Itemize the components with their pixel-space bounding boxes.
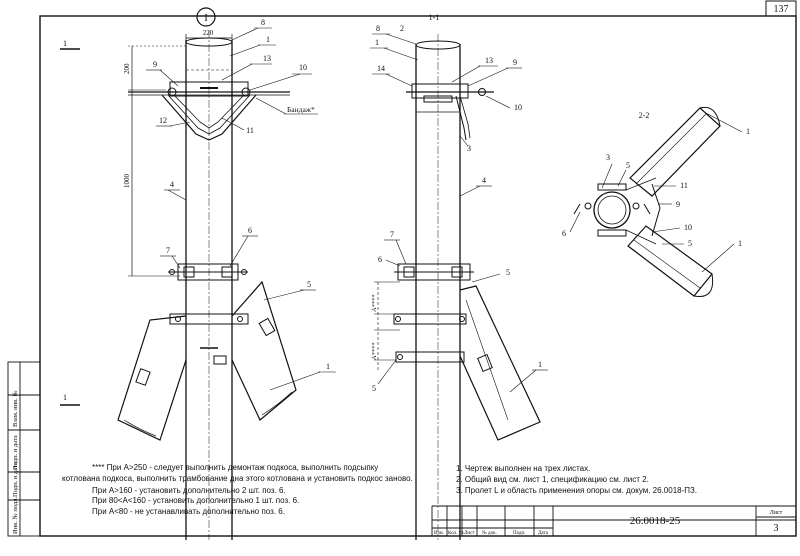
note-left-2: котлована подкоса, выполнить трамбование… [62, 474, 413, 483]
sheet-label: Лист [770, 510, 783, 516]
note-left-4: При 80<А<160 - установить дополнительно … [92, 496, 300, 505]
col-data: Дата [538, 531, 549, 536]
pos-1-sec: 1 [375, 38, 379, 47]
pos-8-sec: 8 [376, 24, 380, 33]
pos-4-front: 4 [170, 180, 174, 189]
pos-5-sec-lower: 5 [372, 384, 376, 393]
pos-9-sec: 9 [513, 58, 517, 67]
col-podp: Подп. [513, 531, 525, 536]
left-binding-strip [7, 361, 41, 537]
section-2-2-view: 2-2 1 3 5 11 9 10 5 [562, 106, 750, 298]
col-doc: № док. [482, 530, 497, 536]
pos-7-front: 7 [166, 246, 170, 255]
dim-a-upper: A**** [371, 294, 378, 312]
note-left-5: При А<80 - не устанавливать дополнительн… [92, 507, 285, 516]
pos-10-front: 10 [299, 63, 307, 72]
dim-220: 220 [203, 29, 214, 37]
strip-sign-date-2: Подп. и дата [12, 435, 19, 470]
strip-inv-orig: Инв. № подл. [12, 497, 19, 534]
front-view: I 1 1 220 200 1000 [60, 7, 336, 540]
dim-1000: 1000 [123, 174, 131, 189]
note-left-1: **** При А>250 - следует выполнить демон… [92, 463, 379, 472]
dim-a-lower: A**** [371, 342, 378, 360]
cut-mark-left-bottom: 1 [63, 393, 67, 402]
section-1-1-title: 1-1 [429, 13, 440, 22]
cut-mark-left: 1 [63, 39, 67, 48]
col-list: Лист [464, 531, 475, 536]
pos-14-sec: 14 [377, 64, 385, 73]
view-marker-label: I [204, 13, 207, 24]
col-izm: Изм. [434, 531, 444, 536]
sheet-number: 3 [774, 523, 779, 534]
title-block [431, 505, 796, 536]
outer-frame [39, 15, 797, 537]
pos-3-s2: 3 [606, 153, 610, 162]
view-marker-circle [196, 7, 216, 27]
pos-12-front: 12 [159, 116, 167, 125]
dim-200: 200 [123, 63, 131, 74]
title-block-headers: Изм. Кол. уч. Лист № док. Подп. Дата [434, 530, 549, 536]
note-right-1: 1. Чертеж выполнен на трех листах. [456, 464, 591, 473]
pos-1-front: 1 [266, 35, 270, 44]
pos-1-front-strut: 1 [326, 362, 330, 371]
pos-6-sec: 6 [378, 255, 382, 264]
page-number-box [765, 0, 797, 17]
col-kol-uch: Кол. уч. [448, 531, 465, 536]
bandage-label: Бандаж* [287, 105, 315, 114]
pos-5-s2-upper: 5 [626, 161, 630, 170]
strip-sign-date-1: Подп. и дата [12, 462, 19, 497]
pos-10-sec: 10 [514, 103, 522, 112]
note-left-3: При А>160 - установить дополнительно 2 ш… [92, 486, 286, 495]
section-1-1-view: 1-1 A**** A**** [370, 13, 548, 540]
pos-1-sec-strut: 1 [538, 360, 542, 369]
note-right-3: 3. Пролет L и область применения опоры с… [456, 486, 698, 495]
pos-3-sec: 3 [467, 144, 471, 153]
pos-1-s2-lower: 1 [738, 239, 742, 248]
note-right-2: 2. Общий вид см. лист 1, спецификацию см… [456, 475, 649, 484]
pos-9-s2: 9 [676, 200, 680, 209]
pos-4-sec: 4 [482, 176, 486, 185]
pos-5-s2-lower: 5 [688, 239, 692, 248]
pos-8-front: 8 [261, 18, 265, 27]
pos-13-sec: 13 [485, 56, 493, 65]
pos-2-sec: 2 [400, 24, 404, 33]
pos-13-front: 13 [263, 54, 271, 63]
strip-repl-inv: Взам. инв. № [12, 390, 19, 427]
pos-6-s2: 6 [562, 229, 566, 238]
pos-9-front: 9 [153, 60, 157, 69]
section-2-2-title: 2-2 [639, 111, 650, 120]
pos-5-front: 5 [307, 280, 311, 289]
page-number: 137 [774, 4, 789, 15]
pos-1-s2-upper: 1 [746, 127, 750, 136]
pos-5-sec: 5 [506, 268, 510, 277]
pos-11-front: 11 [246, 126, 254, 135]
pos-6-front: 6 [248, 226, 252, 235]
pos-10-s2: 10 [684, 223, 692, 232]
drawing-code: 26.0018-25 [630, 515, 681, 527]
pos-7-sec: 7 [390, 230, 394, 239]
pos-11-s2: 11 [680, 181, 688, 190]
